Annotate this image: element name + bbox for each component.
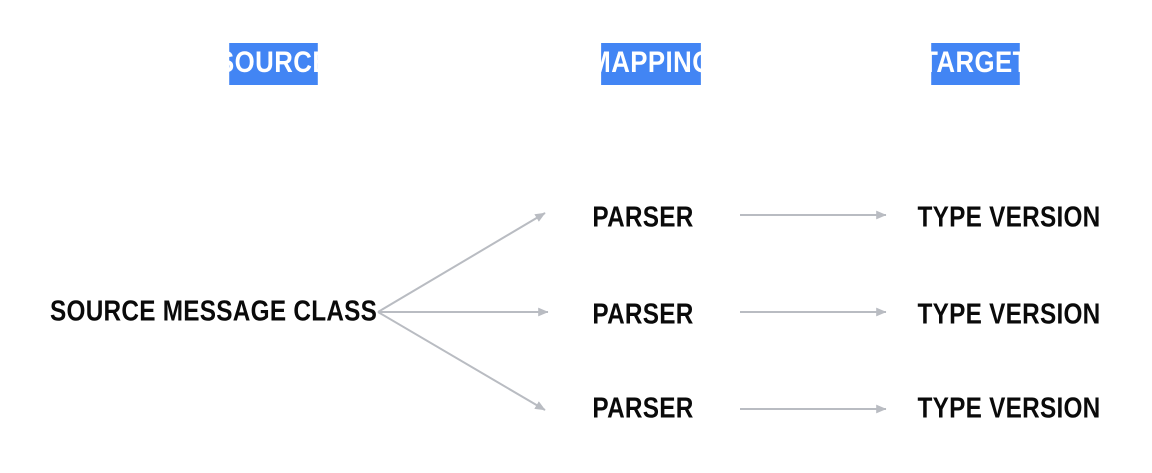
- column-header-mapping-label: MAPPING: [589, 43, 712, 85]
- mapping-to-target-arrows: [740, 210, 887, 414]
- source-message-class-node[interactable]: SOURCE MESSAGE CLASS: [50, 295, 378, 328]
- arrow-source-to-parser-3[interactable]: [377, 311, 546, 411]
- arrow-source-to-parser-1[interactable]: [377, 212, 546, 313]
- source-to-mapping-arrows: [377, 212, 549, 411]
- column-header-source-label: SOURCE: [217, 43, 330, 85]
- column-header-source: SOURCE: [217, 43, 330, 85]
- type-version-node-3[interactable]: TYPE VERSION: [917, 392, 1101, 425]
- parser-node-2[interactable]: PARSER: [592, 298, 694, 331]
- parser-node-1[interactable]: PARSER: [592, 201, 694, 234]
- column-header-mapping: MAPPING: [589, 43, 712, 85]
- type-version-node-1[interactable]: TYPE VERSION: [917, 201, 1101, 234]
- column-header-target: TARGET: [922, 43, 1028, 85]
- column-header-target-label: TARGET: [922, 43, 1028, 85]
- parser-node-3[interactable]: PARSER: [592, 392, 694, 425]
- type-version-node-2[interactable]: TYPE VERSION: [917, 298, 1101, 331]
